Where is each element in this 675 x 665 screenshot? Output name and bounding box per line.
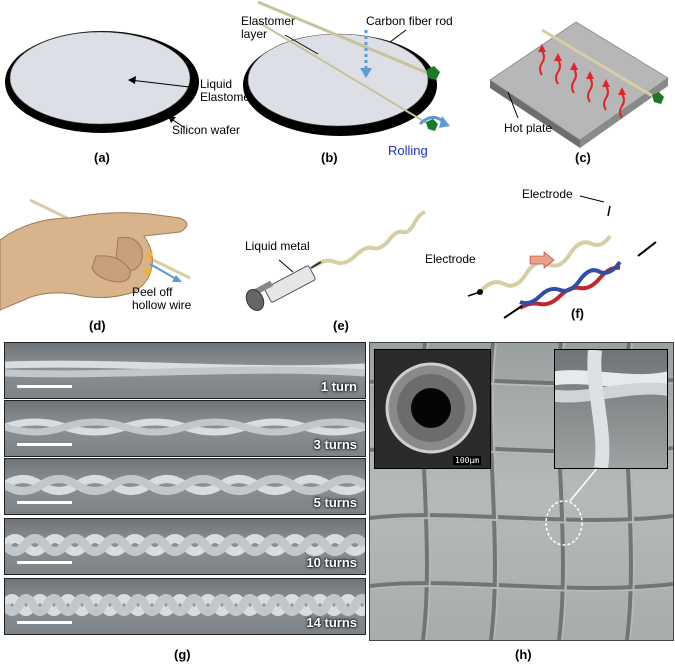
zoom-junction-image	[555, 350, 667, 468]
label-silicon-wafer: Silicon wafer	[172, 123, 241, 137]
panel-b-diagram	[243, 0, 450, 136]
twisted-wire-end-right	[637, 241, 657, 257]
scale-bar-14	[17, 621, 72, 624]
panel-e-diagram	[245, 210, 426, 311]
carbon-rod-pointer	[389, 29, 407, 43]
woven-fabric-photo: 100μm	[369, 342, 674, 641]
label-elastomer-layer: Elastomer layer	[241, 14, 296, 41]
carbon-fiber-rod-lower	[257, 21, 436, 129]
peel-direction-arrow	[149, 263, 179, 281]
elastomer-layer-shape	[247, 33, 429, 127]
turn-label-1: 1 turn	[320, 379, 357, 394]
hot-plate-top	[489, 21, 669, 141]
rope-strands-1	[5, 360, 365, 378]
grip-yellow-marker	[145, 252, 153, 262]
scale-bar-3	[17, 443, 72, 446]
rope-strands-10	[5, 534, 365, 556]
heat-arrows-group	[539, 50, 625, 119]
label-liquid-metal: Liquid metal	[245, 239, 310, 253]
caption-c: (c)	[575, 150, 591, 165]
rod-on-plate	[541, 28, 657, 100]
label-electrode-left: Electrode	[425, 252, 476, 266]
highlight-circle	[545, 500, 583, 546]
label-electrode-top: Electrode	[522, 187, 573, 201]
rope-photo-5-turns: 5 turns	[4, 458, 366, 515]
panel-d-diagram	[0, 198, 191, 311]
scale-bar-5	[17, 501, 72, 504]
label-carbon-fiber-rod: Carbon fiber rod	[366, 14, 453, 28]
liquid-elastomer-shape	[9, 31, 191, 125]
scale-bar-1	[17, 385, 72, 388]
caption-f: (f)	[571, 306, 584, 321]
rolling-arrowhead	[439, 116, 450, 128]
hand-shape	[0, 212, 188, 311]
downward-arrowhead	[360, 68, 372, 78]
electrode-top-pointer	[579, 195, 605, 203]
elastomer-layer-pointer	[284, 34, 319, 55]
rope-strands-14	[5, 594, 365, 616]
zoom-junction-inset	[554, 349, 668, 469]
thumb-shape	[91, 255, 131, 283]
peel-arrowhead	[172, 275, 182, 282]
rope-strands-3	[5, 418, 365, 436]
elastomer-pointer-arrowhead	[128, 76, 136, 84]
turn-label-10: 10 turns	[306, 555, 357, 570]
wafer-pointer-arrowhead	[168, 116, 176, 123]
elastomer-pointer-line	[129, 79, 199, 89]
label-hot-plate: Hot plate	[504, 121, 553, 135]
clip-on-plate-icon	[652, 92, 664, 104]
rope-photo-14-turns: 14 turns	[4, 578, 366, 635]
caption-h: (h)	[515, 647, 532, 662]
hot-plate-side	[490, 80, 580, 148]
turn-label-5: 5 turns	[313, 495, 357, 510]
label-liquid-elastomer: Liquid Elastomer	[200, 77, 255, 104]
electrode-top-lead	[607, 205, 611, 217]
electrode-left-lead	[467, 291, 481, 297]
twisted-wire-end-left	[503, 305, 523, 319]
carbon-fiber-rod-upper	[257, 0, 431, 76]
rope-photo-1-turn: 1 turn	[4, 342, 366, 399]
hot-plate-side-right	[580, 78, 668, 148]
wavy-hollow-wire	[313, 210, 426, 268]
caption-g: (g)	[174, 647, 191, 662]
turn-label-3: 3 turns	[313, 437, 357, 452]
heat-arrowheads	[538, 44, 626, 95]
label-rolling: Rolling	[388, 143, 428, 158]
scale-bar-10	[17, 561, 72, 564]
rope-photo-10-turns: 10 turns	[4, 518, 366, 575]
liquid-metal-pointer	[278, 259, 294, 273]
hot-plate-pointer	[507, 91, 519, 119]
caption-d: (d)	[89, 318, 106, 333]
sem-tube-image	[385, 362, 477, 454]
syringe-icon	[245, 261, 322, 311]
rope-photo-3-turns: 3 turns	[4, 400, 366, 457]
panel-c-diagram	[489, 21, 669, 148]
panel-f-diagram	[467, 195, 657, 319]
rod-clip-icon	[426, 66, 440, 80]
caption-a: (a)	[94, 150, 110, 165]
sem-scale-label: 100μm	[453, 456, 482, 465]
process-arrow	[529, 251, 555, 269]
turn-label-14: 14 turns	[306, 615, 357, 630]
label-peel-off: Peel off hollow wire	[132, 285, 192, 312]
twisted-wire-blue	[519, 260, 622, 306]
caption-e: (e)	[333, 318, 349, 333]
grip-yellow-marker-2	[143, 268, 152, 278]
caption-b: (b)	[321, 150, 338, 165]
panel-a-diagram	[5, 31, 199, 133]
sem-cross-section-inset: 100μm	[374, 349, 491, 469]
rod-clip-bottom-icon	[426, 119, 438, 131]
rope-strands-5	[5, 475, 365, 495]
